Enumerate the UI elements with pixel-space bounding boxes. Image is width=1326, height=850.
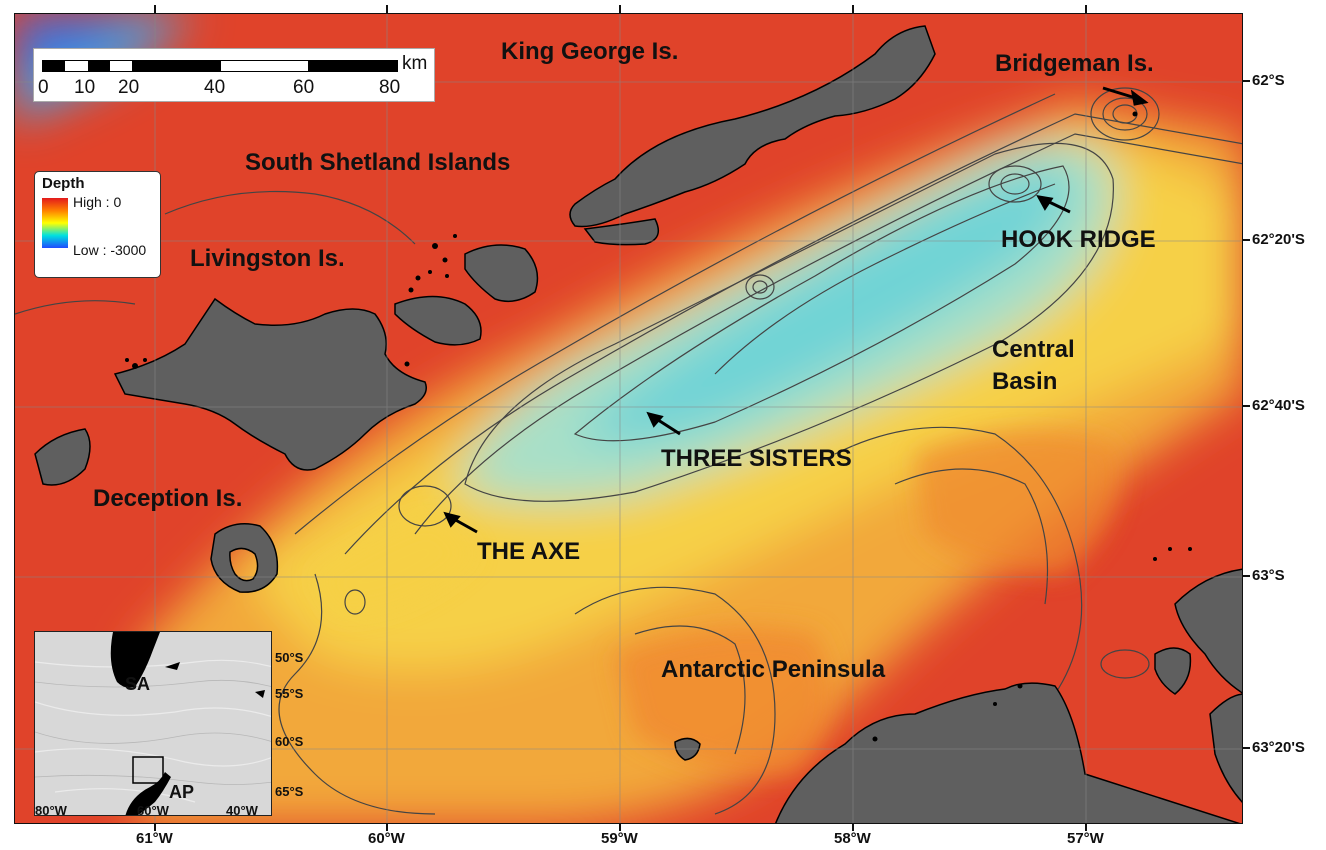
pointer-arrows [443,86,1149,534]
lat-label-62s: 62°S [1252,72,1285,89]
robert-island [464,244,539,303]
legend-title: Depth [42,175,85,192]
tick-bottom-58w [852,823,854,831]
study-area-box [132,756,164,784]
tick-right-62s [1242,80,1250,82]
label-three-sisters: THREE SISTERS [661,445,852,472]
lat-label-63s: 63°S [1252,567,1285,584]
tick-top-61w [154,5,156,14]
tick-right-6220s [1242,239,1250,241]
tick-bottom-61w [154,823,156,831]
scale-tick-60: 60 [293,77,315,98]
islet-dots [125,111,1192,742]
trinity-peninsula-east [1174,568,1242,694]
tick-right-6320s [1242,747,1250,749]
tick-top-59w [619,5,621,14]
legend-low: Low : -3000 [73,242,147,258]
antarctic-peninsula [775,682,1241,823]
inset-lat-55: 55°S [275,686,304,701]
nelson-island [583,218,660,246]
scale-tick-10: 10 [74,77,96,98]
scale-bar-graphic [42,60,398,72]
land-masses [34,25,1242,823]
inset-label-sa: SA [125,674,151,694]
lon-label-61w: 61°W [136,830,173,847]
king-george-island [569,25,936,228]
small-east-island [1154,647,1192,695]
label-hook-ridge: HOOK RIDGE [1001,226,1156,253]
tick-top-57w [1085,5,1087,14]
lon-label-59w: 59°W [601,830,638,847]
label-central-basin-line2: Basin [992,368,1058,395]
greenwich-island [394,295,482,346]
bathymetry-map[interactable] [15,14,1243,824]
inset-lon-40: 40°W [226,803,258,818]
label-bridgeman-island: Bridgeman Is. [995,50,1154,77]
tick-bottom-59w [619,823,621,831]
eastern-coast [1209,693,1242,803]
inset-label-ap: AP [169,782,195,802]
depth-legend: Depth High : 0 Low : -3000 [34,171,161,278]
lat-label-6240s: 62°40'S [1252,397,1305,414]
label-livingston-island: Livingston Is. [190,245,345,272]
map-frame[interactable]: 0 10 20 40 60 80 km Depth High : 0 Low :… [14,13,1243,824]
scale-unit: km [402,53,428,74]
lon-label-57w: 57°W [1067,830,1104,847]
lat-label-6220s: 62°20'S [1252,231,1305,248]
legend-high: High : 0 [73,194,122,210]
inset-lat-65: 65°S [275,784,304,799]
scale-tick-20: 20 [118,77,140,98]
scale-tick-0: 0 [38,77,49,98]
inset-lat-60: 60°S [275,734,304,749]
tick-right-63s [1242,575,1250,577]
tick-right-6240s [1242,405,1250,407]
contour-lines [15,87,1242,815]
south-america-landmass [110,632,160,688]
inset-map[interactable]: SA AP [34,631,272,816]
tick-top-58w [852,5,854,14]
deception-island [210,523,279,593]
label-south-shetland-islands: South Shetland Islands [245,149,511,176]
snow-island [34,428,91,486]
label-deception-island: Deception Is. [93,485,243,512]
lat-label-6320s: 63°20'S [1252,739,1305,756]
label-antarctic-peninsula: Antarctic Peninsula [661,656,886,683]
tick-bottom-60w [386,823,388,831]
label-the-axe: THE AXE [477,538,581,565]
scale-tick-80: 80 [379,77,401,98]
label-king-george-island: King George Is. [501,38,679,65]
tick-bottom-57w [1085,823,1087,831]
shelf-shading [315,431,1120,774]
lon-label-60w: 60°W [368,830,405,847]
legend-color-ramp [42,198,68,248]
tick-top-60w [386,5,388,14]
inset-lon-80: 80°W [35,803,67,818]
inset-lon-60: 60°W [137,803,169,818]
label-central-basin-line1: Central [992,336,1075,363]
scale-tick-40: 40 [204,77,226,98]
inset-map-graphic [35,632,271,815]
inset-lat-50: 50°S [275,650,304,665]
lon-label-58w: 58°W [834,830,871,847]
livingston-island [113,297,427,471]
scale-bar: 0 10 20 40 60 80 km [33,48,435,102]
